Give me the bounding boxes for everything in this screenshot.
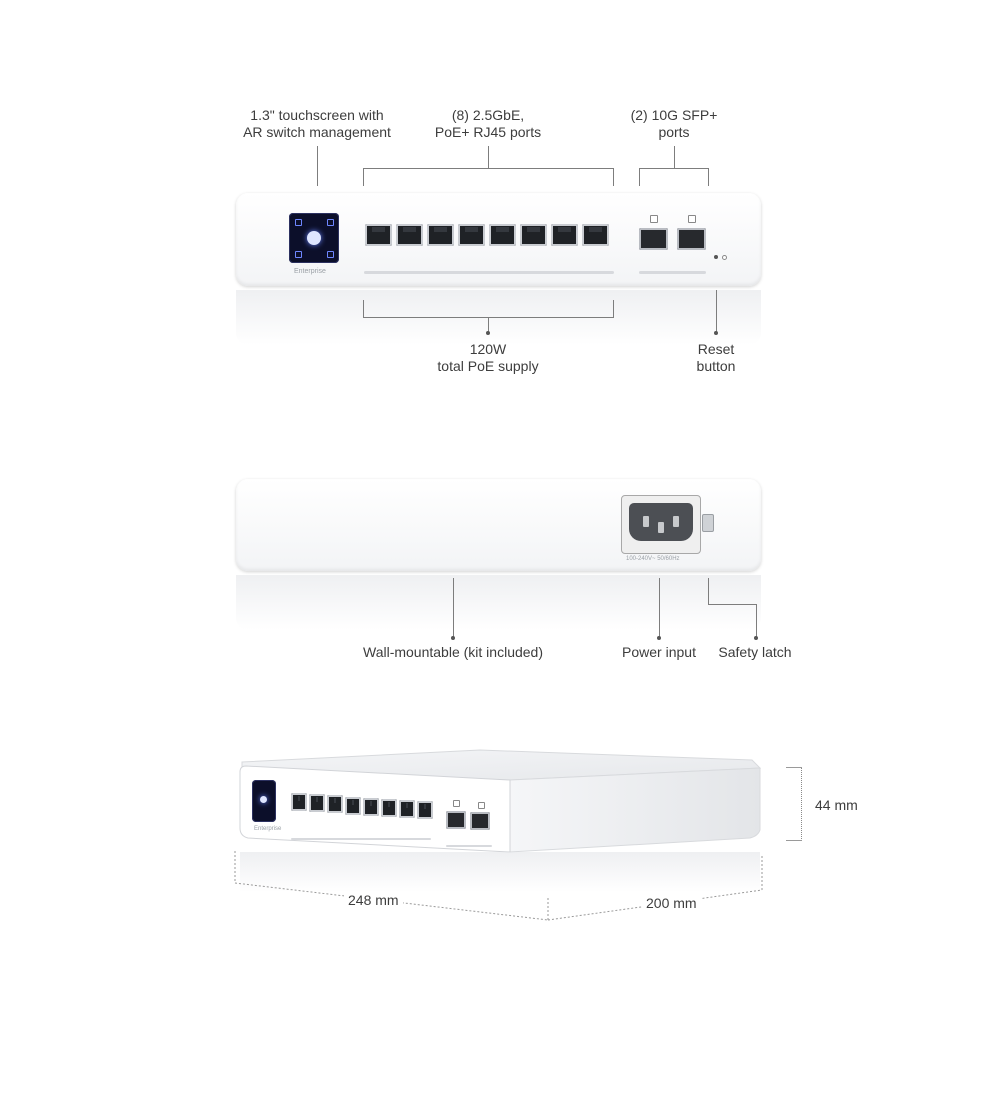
rj45-port-icon <box>417 801 433 820</box>
dimension-height-line <box>801 767 802 841</box>
callout-touchscreen: 1.3" touchscreen with AR switch manageme… <box>243 107 391 140</box>
callout-rj45-ports: (8) 2.5GbE, PoE+ RJ45 ports <box>434 107 542 140</box>
callout-power-input: Power input <box>622 644 696 660</box>
dimension-width: 248 mm <box>344 892 403 908</box>
rj45-port-icon <box>427 224 454 246</box>
sfp-port-icon <box>677 228 706 250</box>
rj45-port-icon <box>345 796 361 815</box>
touchscreen-icon <box>289 213 339 263</box>
rj45-port-icon <box>582 224 609 246</box>
sfp-port-icon <box>470 812 490 830</box>
dimension-height: 44 mm <box>811 797 862 813</box>
power-socket-icon <box>621 495 701 554</box>
sfp-port-icon <box>639 228 668 250</box>
sfp-port-icon <box>446 811 466 829</box>
callout-safety-latch: Safety latch <box>718 644 792 660</box>
rj45-port-icon <box>458 224 485 246</box>
rj45-port-icon <box>520 224 547 246</box>
callout-poe-supply: 120W total PoE supply <box>437 341 539 374</box>
rj45-port-icon <box>381 799 397 817</box>
callout-wall-mount: Wall-mountable (kit included) <box>363 644 543 660</box>
rj45-port-icon <box>396 224 423 246</box>
rj45-port-icon <box>489 224 516 246</box>
callout-sfp-ports: (2) 10G SFP+ ports <box>630 107 718 140</box>
reset-button <box>714 255 718 259</box>
touchscreen-icon <box>252 780 276 822</box>
callout-reset-button: Reset button <box>696 341 736 374</box>
rj45-port-icon <box>551 224 578 246</box>
dimension-footprint-lines <box>234 851 763 922</box>
rj45-port-icon <box>291 793 307 811</box>
rj45-port-icon <box>327 795 343 814</box>
rj45-port-icon <box>365 224 392 246</box>
dimension-depth: 200 mm <box>642 895 701 911</box>
safety-latch-icon <box>702 514 714 532</box>
rj45-port-icon <box>309 794 325 813</box>
rj45-port-icon <box>399 800 415 819</box>
rj45-port-icon <box>363 797 379 816</box>
